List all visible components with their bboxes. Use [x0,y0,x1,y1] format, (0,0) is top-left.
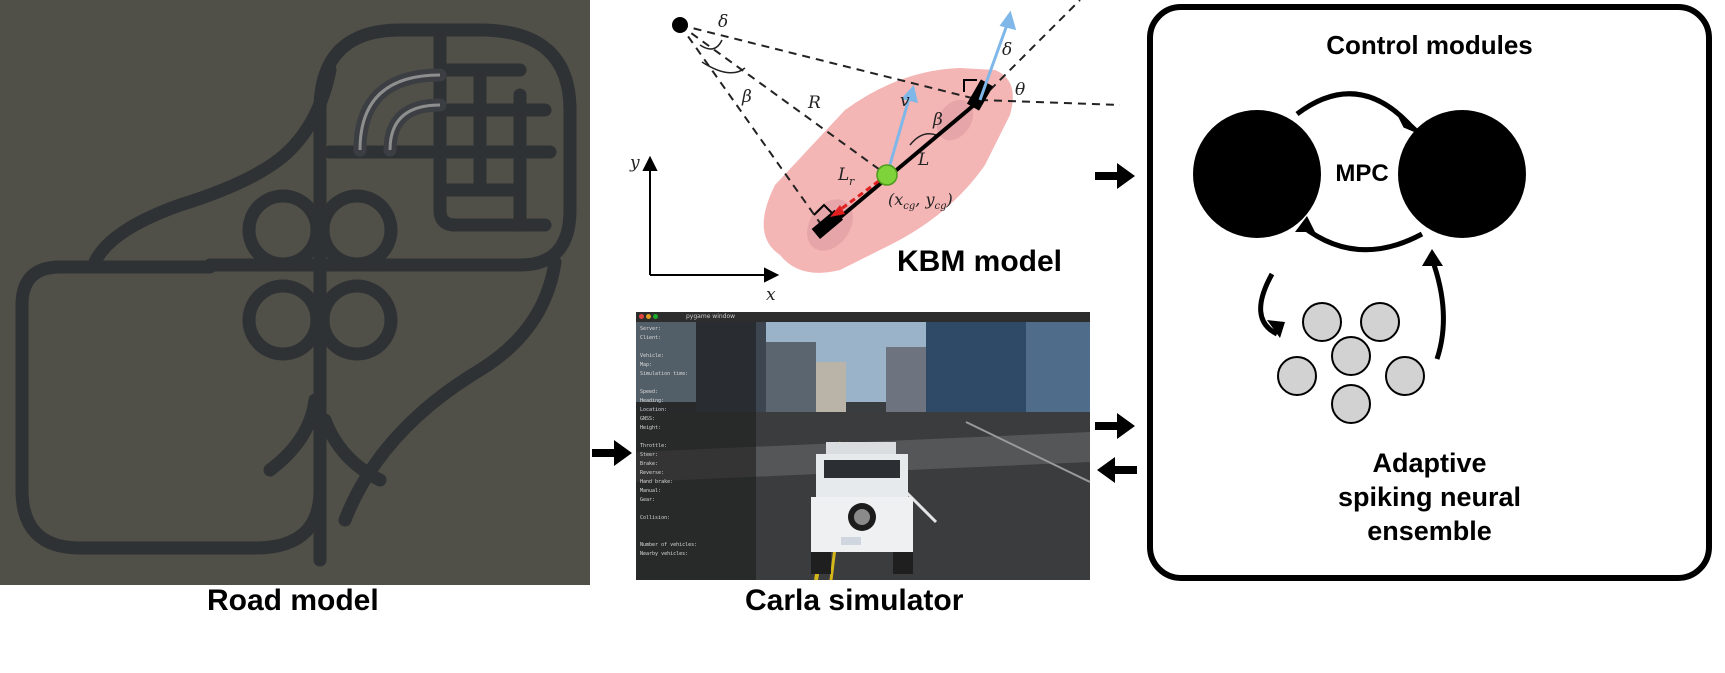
x-axis-label: x [766,285,776,300]
front-wheel-direction [978,21,1010,101]
carla-window: pygame window Ser [636,312,1090,580]
velocity-vector [885,94,912,176]
neuron-ensemble [1277,302,1425,424]
hud-line: Steer: [640,452,658,458]
controller-node-right [1398,110,1526,238]
hud-line: Location: [640,407,667,413]
mpc-label: MPC [1335,160,1389,187]
coordinate-axes [642,155,780,283]
icr-dashed-lines [679,0,1121,231]
road-map [0,0,590,585]
cg-point [876,164,898,186]
hud-line: Vehicle: [640,353,664,359]
hud-line: GNSS: [640,416,655,422]
carla-window-title: pygame window [686,313,736,320]
hud-line: Map: [640,362,652,368]
wheelbase-line [823,98,982,232]
carla-titlebar: pygame window [636,312,1090,322]
hud-line: Simulation time: [640,371,688,377]
ensemble-label: Adaptive spiking neural ensemble [1147,446,1712,548]
rear-wheel [811,209,843,240]
hud-text: Server: Client: Vehicle: Map: Simulation tim… [640,326,697,557]
hud-line: Reverse: [640,470,664,476]
kbm-caption: KBM model [897,245,1062,278]
road-model-panel [0,0,590,585]
arrow-kbm-to-control [1095,163,1135,189]
icr-point [672,17,688,33]
beta-label-mid: β [932,110,943,130]
hud-line: Nearby vehicles: [640,551,688,557]
hud-line: Client: [640,335,661,341]
cg-label: (xcg, ycg) [888,190,953,212]
hud-overlay [636,322,756,580]
r-label: R [807,93,821,113]
y-axis-label: y [629,153,640,173]
v-label: v [900,91,910,111]
hud-line: Server: [640,326,661,332]
l-label: L [917,150,929,170]
beta-label-left: β [741,87,752,107]
ensemble-label-line1: Adaptive [1372,448,1487,478]
ego-vehicle [811,442,913,574]
kbm-panel: δ β R v β L L r δ θ (xcg, ycg) y x [600,0,1130,305]
lr-label: L [837,165,849,185]
ensemble-label-line3: ensemble [1367,516,1492,546]
carla-scene: Server: Client: Vehicle: Map: Simulation tim… [636,322,1090,580]
hud-line: Speed: [640,389,658,395]
carla-caption: Carla simulator [745,584,964,617]
hud-line: Throttle: [640,443,667,449]
hud-line: Brake: [640,461,658,467]
arrow-carla-to-control [1095,413,1135,439]
hud-line: Collision: [640,515,670,521]
controller-node-left [1193,110,1321,238]
arrow-control-to-carla [1097,457,1137,483]
arrow-road-to-carla [592,440,632,466]
control-diagram [1193,91,1526,424]
ensemble-label-line2: spiking neural [1337,482,1522,512]
hud-line: Gear: [640,497,655,503]
control-modules-title: Control modules [1326,30,1533,60]
front-wheel [966,79,994,111]
delta-label-top: δ [718,12,728,32]
control-modules-box [1147,4,1712,581]
delta-label-front: δ [1002,40,1012,60]
hud-line: Number of vehicles: [640,542,697,548]
road-model-caption: Road model [207,584,379,617]
hud-line: Heading: [640,398,664,404]
theta-label: θ [1015,80,1025,100]
hud-line: Manual: [640,488,661,494]
hud-line: Height: [640,425,661,431]
lr-subscript: r [849,175,855,188]
hud-line: Hand brake: [640,479,673,485]
